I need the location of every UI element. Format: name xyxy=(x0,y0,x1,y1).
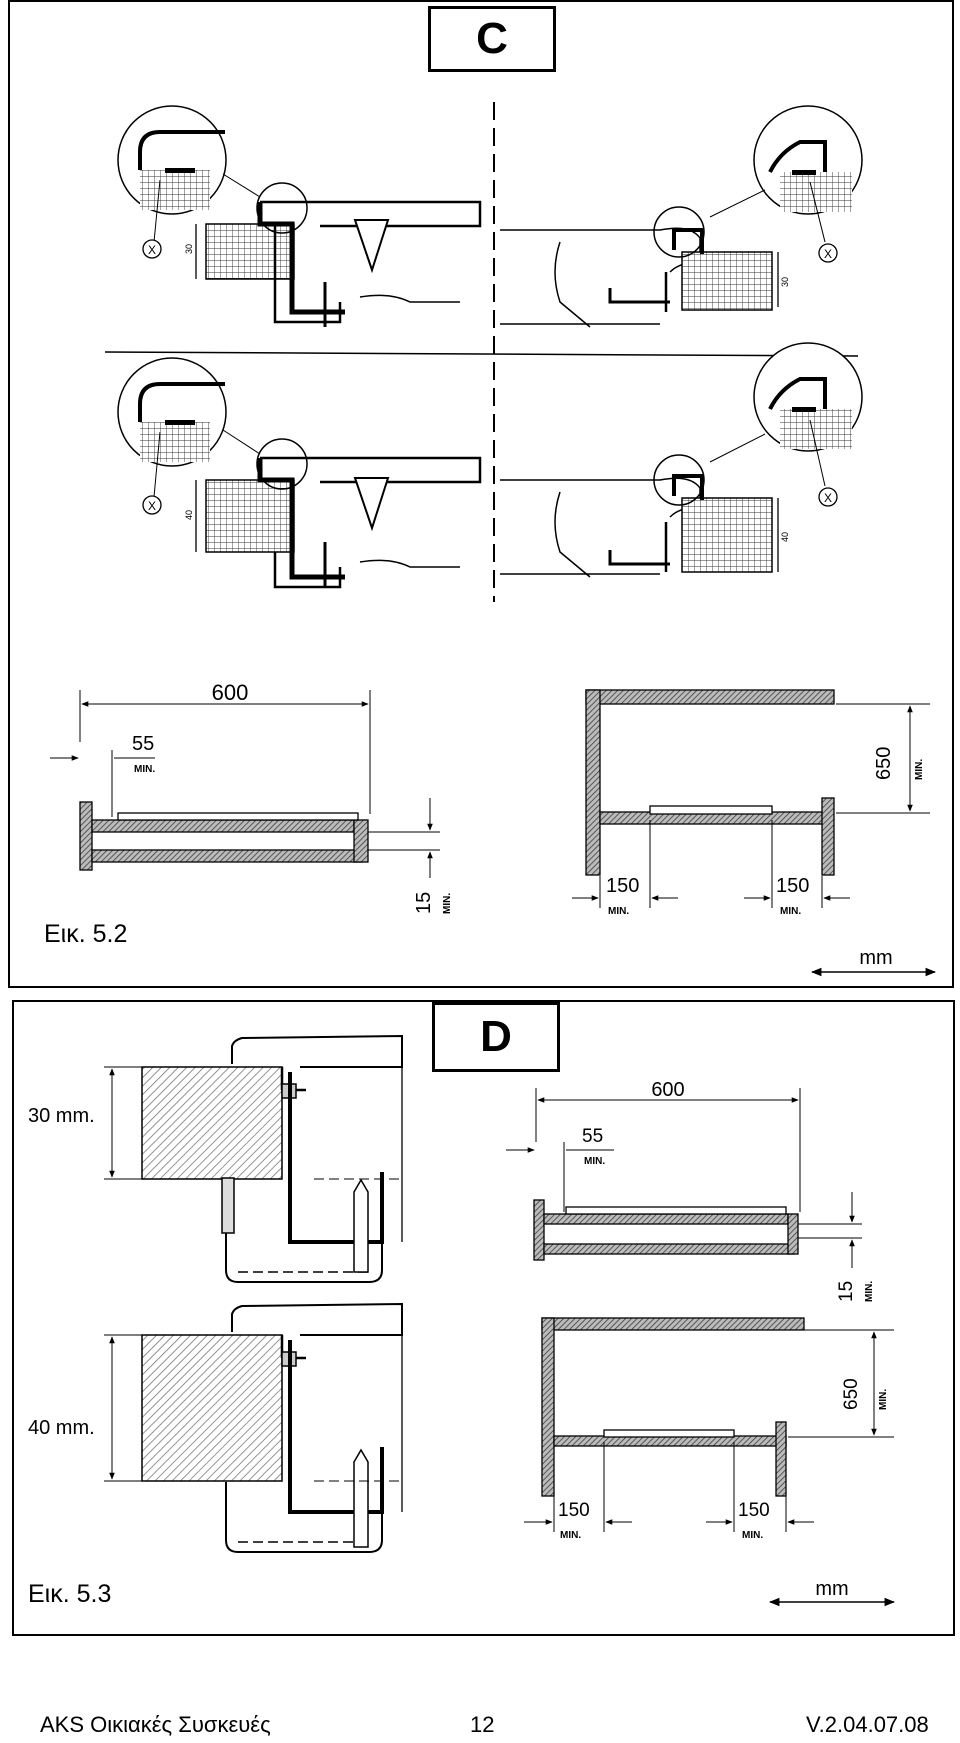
section-30mm: 30 mm. xyxy=(28,1034,404,1283)
panel-c: C xyxy=(8,0,954,988)
footer-company: AKS Οικιακές Συσκευές xyxy=(40,1712,271,1737)
svg-text:600: 600 xyxy=(651,1079,684,1101)
unit-label-d: mm xyxy=(815,1578,848,1600)
detail-bottom-left: X 40 xyxy=(117,357,482,589)
svg-text:650: 650 xyxy=(841,1378,862,1410)
svg-text:X: X xyxy=(824,247,832,261)
svg-text:150: 150 xyxy=(558,1500,590,1521)
svg-text:40: 40 xyxy=(780,532,790,542)
detail-top-right: X 30 xyxy=(500,105,863,328)
caption-fig-5-3: Εικ. 5.3 xyxy=(28,1580,111,1608)
svg-text:MIN.: MIN. xyxy=(878,1389,889,1410)
svg-text:X: X xyxy=(148,243,156,257)
footer-version: V.2.04.07.08 xyxy=(806,1712,929,1737)
svg-text:55: 55 xyxy=(582,1126,603,1147)
svg-text:MIN.: MIN. xyxy=(608,906,629,917)
svg-text:MIN.: MIN. xyxy=(442,893,453,914)
section-letter-c: C xyxy=(428,6,556,72)
svg-text:15: 15 xyxy=(836,1281,857,1302)
svg-text:MIN.: MIN. xyxy=(742,1530,763,1541)
svg-text:30: 30 xyxy=(184,244,194,254)
divider-line xyxy=(104,351,859,357)
section-letter-d: D xyxy=(432,1002,560,1072)
panel-d-drawing: 30 mm. 40 mm. 600 55 xyxy=(28,1034,896,1608)
svg-text:X: X xyxy=(824,491,832,505)
svg-text:MIN.: MIN. xyxy=(560,1530,581,1541)
panel-c-drawing: X 30 X 30 xyxy=(44,102,937,977)
svg-text:MIN.: MIN. xyxy=(914,759,925,780)
hob-side-view-d: 600 55 MIN. 15 MIN. xyxy=(506,1079,875,1302)
detail-top-left: X 30 xyxy=(117,105,482,327)
panel-d: D xyxy=(12,1000,955,1636)
thickness-30mm: 30 mm. xyxy=(28,1105,95,1127)
svg-text:MIN.: MIN. xyxy=(780,906,801,917)
unit-label-c: mm xyxy=(859,947,892,969)
footer-page-number: 12 xyxy=(470,1712,495,1737)
svg-text:150: 150 xyxy=(606,875,639,897)
caption-fig-5-2: Εικ. 5.2 xyxy=(44,920,127,948)
svg-text:15: 15 xyxy=(413,892,435,914)
hob-side-view-c: 600 55 MIN. 15 MIN. xyxy=(50,680,453,914)
svg-text:150: 150 xyxy=(776,875,809,897)
detail-bottom-right: X 40 xyxy=(500,342,863,578)
cabinet-front-view-c: 650 MIN. 150 MIN. 150 MIN. xyxy=(572,689,930,917)
cabinet-front-view-d: 650 MIN. 150 MIN. 150 MIN. xyxy=(524,1317,894,1541)
svg-text:650: 650 xyxy=(873,747,895,780)
svg-text:MIN.: MIN. xyxy=(134,764,155,775)
svg-text:40: 40 xyxy=(184,510,194,520)
section-40mm: 40 mm. xyxy=(28,1302,404,1553)
svg-text:MIN.: MIN. xyxy=(584,1156,605,1167)
thickness-40mm: 40 mm. xyxy=(28,1417,95,1439)
svg-text:55: 55 xyxy=(132,733,154,755)
dim-600: 600 xyxy=(212,680,249,705)
svg-text:30: 30 xyxy=(780,277,790,287)
svg-text:MIN.: MIN. xyxy=(864,1281,875,1302)
svg-text:X: X xyxy=(148,499,156,513)
svg-text:150: 150 xyxy=(738,1500,770,1521)
